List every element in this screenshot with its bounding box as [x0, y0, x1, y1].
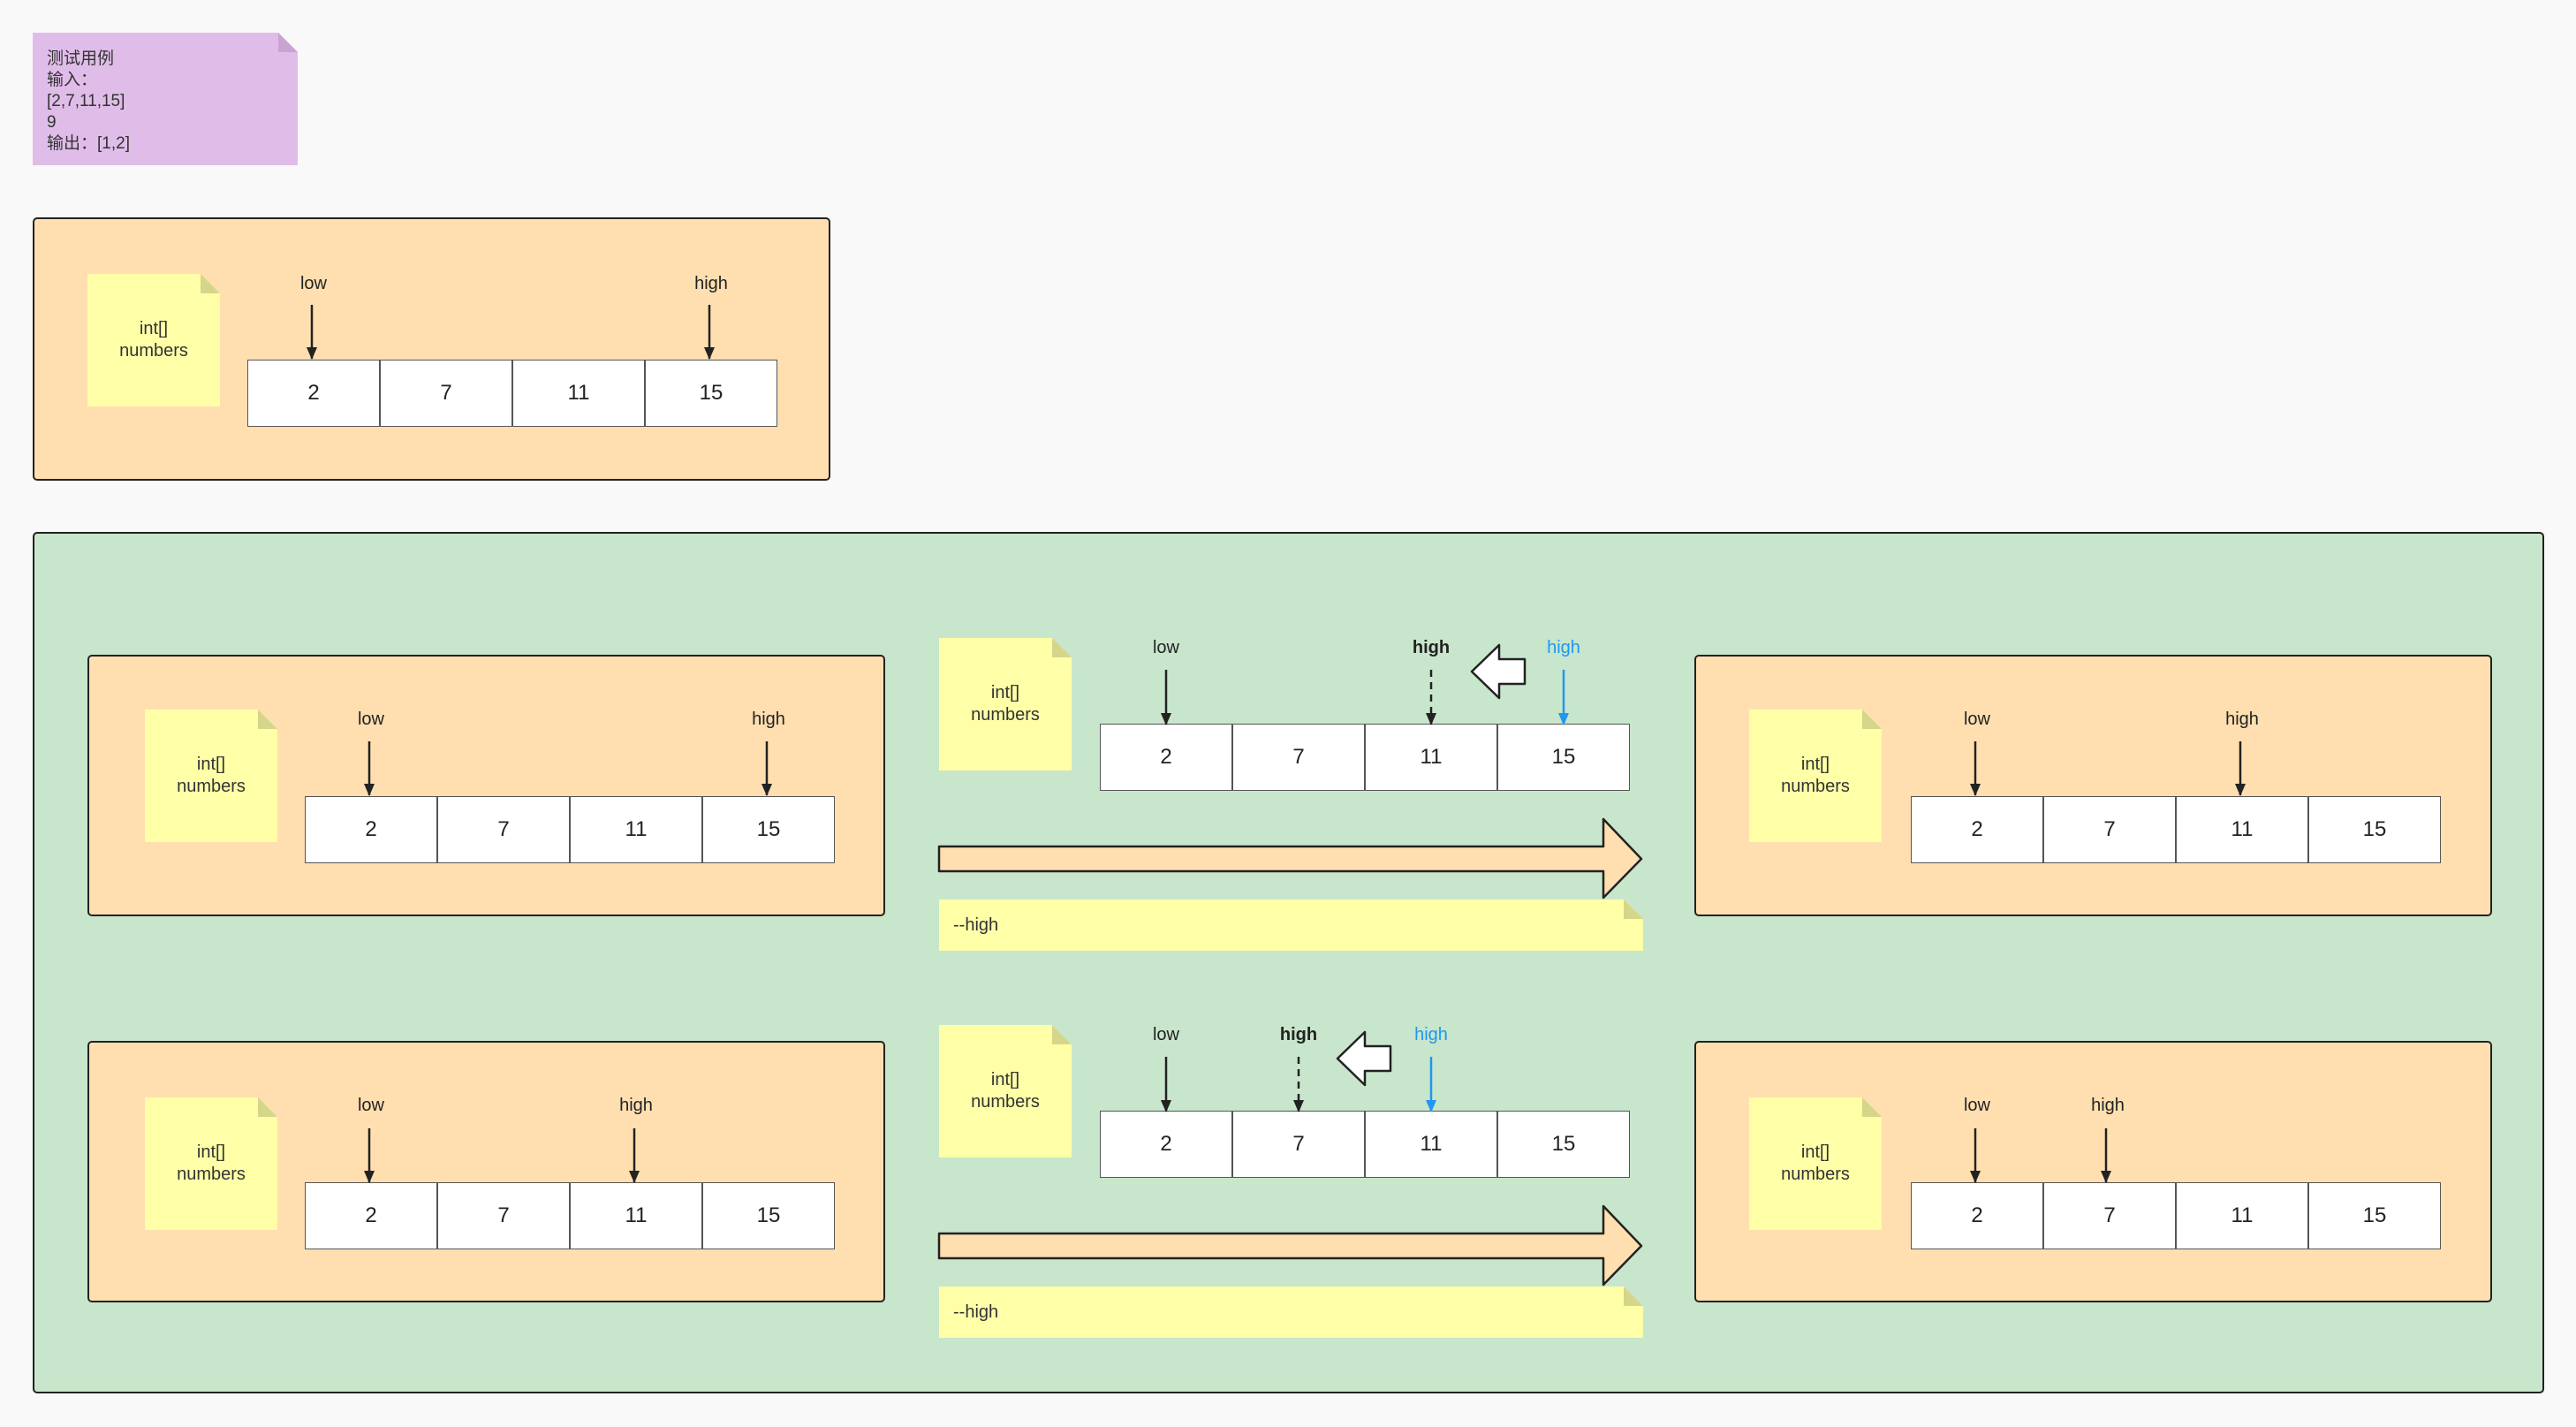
array-cell: 2 [305, 1182, 437, 1249]
array-cell: 15 [702, 796, 835, 863]
high-pointer-label: high [752, 710, 785, 729]
high-new-pointer-label: high [1547, 638, 1580, 657]
high-pointer-label: high [2091, 1096, 2125, 1115]
high-old-pointer-label: high [1279, 1025, 1318, 1044]
array-cell: 2 [1911, 796, 2043, 863]
array-label-note: int[]numbers [87, 274, 220, 406]
array-cell: 7 [1232, 1111, 1365, 1178]
step-note: --high [939, 899, 1643, 951]
arrow-left-icon [1336, 1030, 1392, 1087]
array-cell: 15 [2308, 1182, 2441, 1249]
array-cell: 11 [570, 796, 702, 863]
array-cell: 11 [1365, 1111, 1497, 1178]
low-pointer-label: low [1152, 638, 1180, 657]
test-case-input-target: 9 [47, 113, 57, 132]
array-cell: 7 [380, 360, 512, 427]
array-cell: 7 [437, 1182, 570, 1249]
test-case-input-label: 输入： [47, 71, 98, 89]
low-pointer-label: low [1963, 710, 1991, 729]
initial-state-panel: int[]numbers low high 2 7 11 15 [33, 217, 830, 481]
array-label-note: int[]numbers [145, 1097, 277, 1230]
high-pointer-label: high [694, 274, 728, 293]
arrow-right-icon [937, 817, 1643, 899]
high-new-pointer-label: high [1414, 1025, 1448, 1044]
array-cell: 15 [1497, 1111, 1630, 1178]
array-cell: 2 [1911, 1182, 2043, 1249]
array-cell: 7 [2043, 1182, 2176, 1249]
array-cell: 2 [305, 796, 437, 863]
array-cell: 7 [437, 796, 570, 863]
array-cell: 2 [1100, 724, 1232, 791]
array-cell: 15 [702, 1182, 835, 1249]
row1-before-panel: int[]numbers low high 2 7 11 15 [87, 655, 885, 916]
array-cell: 2 [247, 360, 380, 427]
array-cell: 7 [2043, 796, 2176, 863]
step-note: --high [939, 1287, 1643, 1338]
test-case-title: 测试用例 [47, 49, 115, 68]
low-pointer-label: low [1963, 1096, 1991, 1115]
array-cell: 7 [1232, 724, 1365, 791]
test-case-input-array: [2,7,11,15] [47, 92, 125, 110]
arrow-right-icon [937, 1204, 1643, 1287]
array-label-note: int[]numbers [939, 638, 1072, 770]
low-pointer-label: low [1152, 1025, 1180, 1044]
array-cell: 11 [2176, 796, 2308, 863]
low-pointer-label: low [299, 274, 328, 293]
test-case-output: 输出：[1,2] [47, 134, 130, 153]
low-pointer-label: low [357, 1096, 385, 1115]
high-old-pointer-label: high [1412, 638, 1451, 657]
array-cell: 15 [2308, 796, 2441, 863]
array-label-note: int[]numbers [145, 710, 277, 842]
array-cell: 11 [570, 1182, 702, 1249]
test-case-note: 测试用例 输入： [2,7,11,15] 9 输出：[1,2] [33, 33, 298, 165]
row1-after-panel: int[]numbers low high 2 7 11 15 [1694, 655, 2492, 916]
row2-before-panel: int[]numbers low high 2 7 11 15 [87, 1041, 885, 1302]
array-cell: 11 [512, 360, 645, 427]
array-label-note: int[]numbers [1749, 1097, 1882, 1230]
array-cell: 11 [1365, 724, 1497, 791]
low-pointer-label: low [357, 710, 385, 729]
array-cell: 15 [1497, 724, 1630, 791]
arrow-left-icon [1470, 643, 1527, 700]
array-cell: 11 [2176, 1182, 2308, 1249]
high-pointer-label: high [2225, 710, 2259, 729]
array-cell: 15 [645, 360, 777, 427]
array-label-note: int[]numbers [939, 1025, 1072, 1158]
high-pointer-label: high [619, 1096, 653, 1115]
array-label-note: int[]numbers [1749, 710, 1882, 842]
row2-after-panel: int[]numbers low high 2 7 11 15 [1694, 1041, 2492, 1302]
